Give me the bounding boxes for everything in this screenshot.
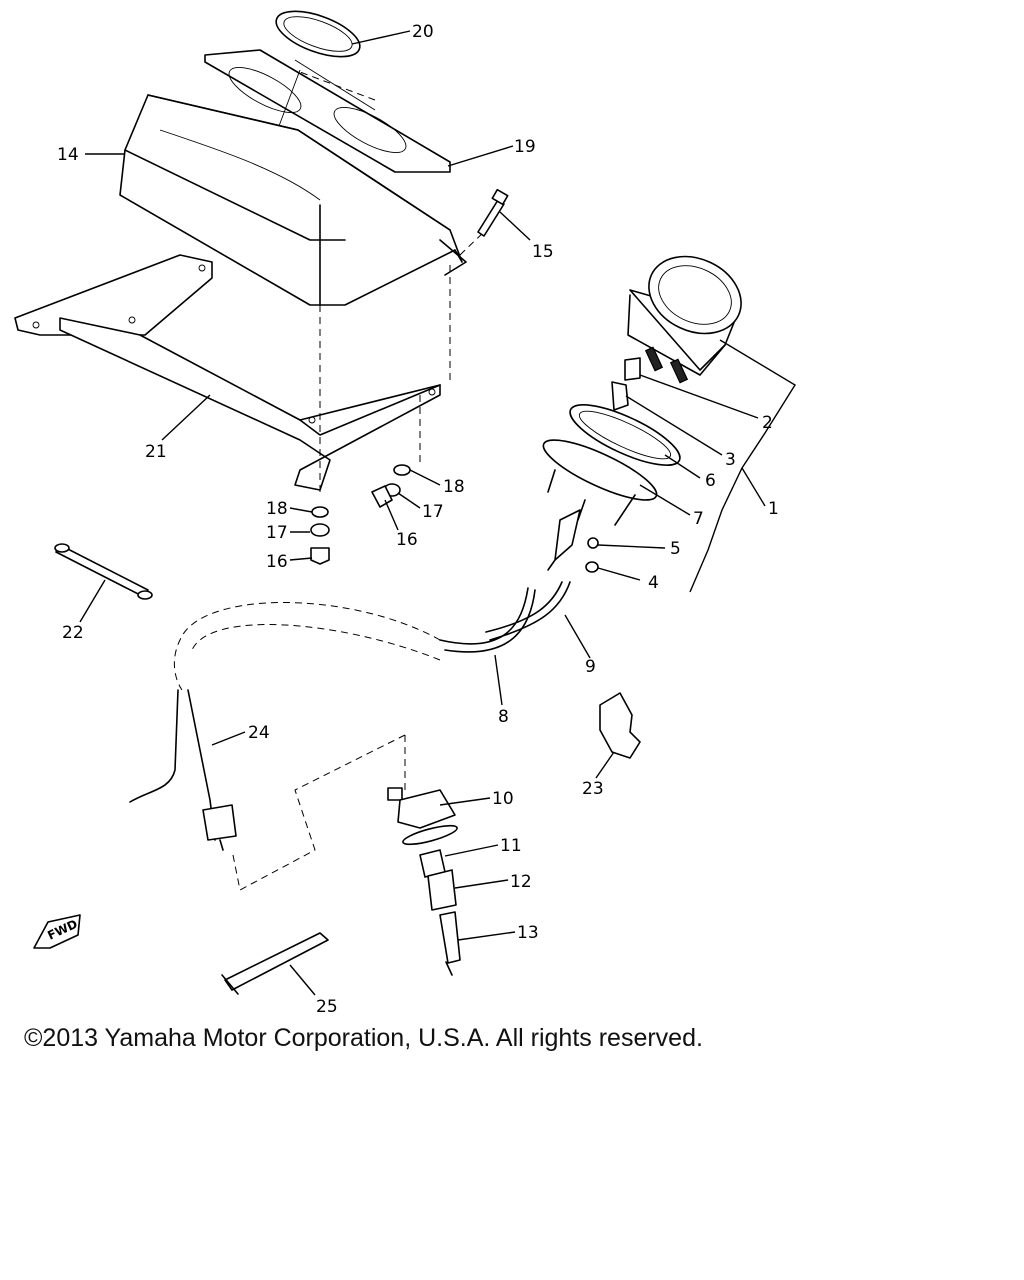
callout-leaders xyxy=(79,30,796,996)
part-25-band xyxy=(221,932,329,995)
callout-labels: 1 2 3 4 5 6 7 8 9 10 11 12 13 14 15 16 1… xyxy=(57,22,779,1017)
callout-22: 22 xyxy=(62,623,84,643)
fwd-arrow-icon: FWD xyxy=(33,914,81,949)
part-21-stay-bracket xyxy=(14,254,441,491)
callout-3: 3 xyxy=(725,450,736,470)
callout-12: 12 xyxy=(510,872,532,892)
callout-9: 9 xyxy=(585,657,596,677)
callout-6: 6 xyxy=(705,471,716,491)
callout-25: 25 xyxy=(316,997,338,1017)
callout-13: 13 xyxy=(517,923,539,943)
part-14-meter-cover xyxy=(119,94,467,306)
parts-10-13-gear xyxy=(387,787,461,976)
callout-15: 15 xyxy=(532,242,554,262)
part-19-gasket xyxy=(204,49,451,173)
callout-21: 21 xyxy=(145,442,167,462)
assembly-lines xyxy=(173,71,489,891)
callout-16-right: 16 xyxy=(396,530,418,550)
part-15-bolt xyxy=(477,188,509,237)
callout-10: 10 xyxy=(492,789,514,809)
callout-24: 24 xyxy=(248,723,270,743)
part-24-cable xyxy=(129,689,237,851)
callout-17-right: 17 xyxy=(422,502,444,522)
callout-19: 19 xyxy=(514,137,536,157)
parts-diagram: FWD 1 2 3 4 xyxy=(14,10,796,1017)
fasteners-right xyxy=(371,464,411,508)
part-23-clamp xyxy=(599,692,641,759)
callout-16-left: 16 xyxy=(266,552,288,572)
fasteners-left xyxy=(310,506,330,565)
callout-5: 5 xyxy=(670,539,681,559)
part-20-cap xyxy=(275,10,361,58)
callout-1: 1 xyxy=(768,499,779,519)
callout-4: 4 xyxy=(648,573,659,593)
callout-17-left: 17 xyxy=(266,523,288,543)
callout-18-left: 18 xyxy=(266,499,288,519)
callout-2: 2 xyxy=(762,413,773,433)
callout-14: 14 xyxy=(57,145,79,165)
callout-7: 7 xyxy=(693,509,704,529)
callout-23: 23 xyxy=(582,779,604,799)
copyright-notice: ©2013 Yamaha Motor Corporation, U.S.A. A… xyxy=(24,1024,703,1052)
part-22-strap xyxy=(54,543,153,600)
callout-8: 8 xyxy=(498,707,509,727)
part-8-9-cables xyxy=(439,581,571,653)
part-1-meter-assembly xyxy=(542,255,742,573)
callout-20: 20 xyxy=(412,22,434,42)
callout-18-right: 18 xyxy=(443,477,465,497)
callout-11: 11 xyxy=(500,836,522,856)
